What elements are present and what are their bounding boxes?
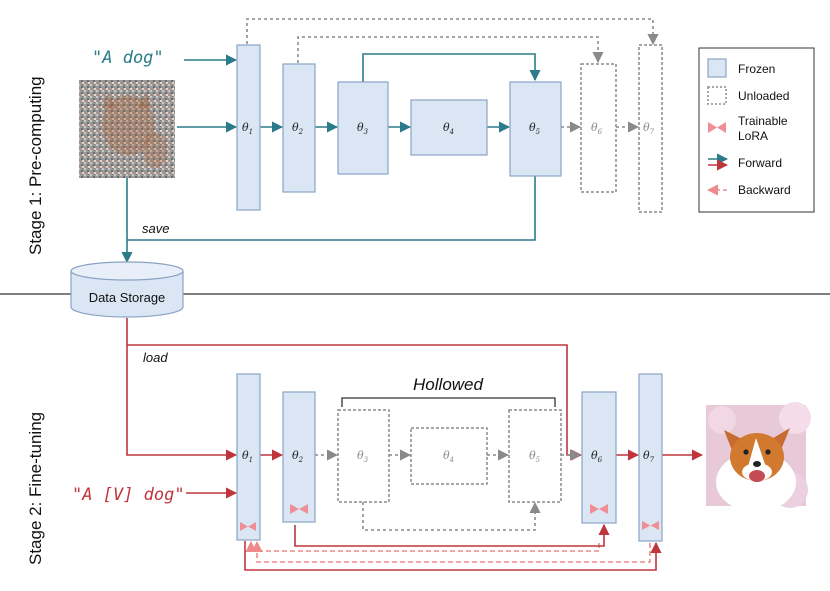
svg-text:θ3: θ3 <box>357 449 369 464</box>
lora-icon <box>642 521 659 530</box>
data-storage-cylinder: Data Storage <box>70 261 184 318</box>
svg-text:θ4: θ4 <box>443 449 454 464</box>
stage2-backward-arrows <box>245 540 651 563</box>
stage2-label: Stage 2: Fine-tuning <box>26 412 45 565</box>
stage2-block-theta6: θ6 <box>581 391 617 524</box>
legend-item-unloaded: Unloaded <box>707 86 789 105</box>
noisy-dog-image <box>79 80 175 178</box>
svg-text:θ1: θ1 <box>242 449 253 464</box>
svg-text:θ4: θ4 <box>443 121 454 136</box>
save-label: save <box>142 221 169 236</box>
stage1-block-theta7: θ7 <box>638 44 663 213</box>
stage1-block-theta3: θ3 <box>337 81 389 175</box>
svg-text:θ1: θ1 <box>242 121 253 136</box>
stage2-block-theta2: θ2 <box>282 391 316 523</box>
load-label: load <box>143 350 168 365</box>
svg-text:Frozen: Frozen <box>738 62 775 76</box>
hollowed-bracket <box>341 397 556 407</box>
svg-text:Trainable: Trainable <box>738 114 788 128</box>
stage1-block-theta5: θ5 <box>509 81 562 177</box>
svg-text:LoRA: LoRA <box>738 129 768 143</box>
svg-text:θ7: θ7 <box>643 449 655 464</box>
svg-text:θ6: θ6 <box>591 449 603 464</box>
svg-text:θ5: θ5 <box>529 121 541 136</box>
corgi-output-image <box>706 402 811 512</box>
stage1-block-theta6: θ6 <box>580 63 617 193</box>
stage2-lora-lines <box>244 523 662 571</box>
stage2-unloaded-arrows <box>315 449 582 531</box>
svg-text:Backward: Backward <box>738 183 791 197</box>
legend-item-backward: Backward <box>706 183 791 197</box>
svg-text:θ3: θ3 <box>357 121 369 136</box>
stage2-prompt: "A [V] dog" <box>72 485 185 505</box>
lora-icon <box>290 504 308 514</box>
svg-text:θ6: θ6 <box>591 121 603 136</box>
svg-text:θ2: θ2 <box>292 449 304 464</box>
stage2-block-theta4: θ4 <box>410 427 488 485</box>
svg-text:θ5: θ5 <box>529 449 541 464</box>
stage1-block-theta2: θ2 <box>282 63 316 193</box>
hollowed-label: Hollowed <box>413 375 483 394</box>
stage2-block-theta7: θ7 <box>638 373 663 542</box>
stage1-block-theta4: θ4 <box>410 99 488 156</box>
stage1-blocks: θ1 θ2 θ3 θ4 θ5 θ6 θ7 <box>236 44 663 213</box>
legend-item-forward: Forward <box>708 153 782 171</box>
svg-text:θ7: θ7 <box>643 121 655 136</box>
stage1-label: Stage 1: Pre-computing <box>26 76 45 255</box>
svg-text:θ2: θ2 <box>292 121 304 136</box>
stage2-block-theta1: θ1 <box>236 373 261 541</box>
lora-icon <box>240 522 256 531</box>
svg-text:Forward: Forward <box>738 156 782 170</box>
legend: Frozen Unloaded Trainable LoRA Forward B… <box>698 47 815 213</box>
stage2-blocks: θ1 θ2 θ3 θ4 θ5 θ6 θ7 <box>236 373 663 542</box>
svg-text:Unloaded: Unloaded <box>738 89 789 103</box>
lora-icon <box>590 504 608 514</box>
stage1-unloaded-arrows <box>246 18 659 133</box>
legend-item-trainable-lora: Trainable LoRA <box>708 114 788 143</box>
data-storage-label: Data Storage <box>89 290 166 305</box>
lora-icon <box>708 122 726 133</box>
stage2-block-theta3: θ3 <box>337 409 390 503</box>
stage1-forward-arrows <box>121 53 541 264</box>
legend-item-frozen: Frozen <box>707 58 775 78</box>
stage1-prompt: "A dog" <box>92 48 164 68</box>
stage1-block-theta1: θ1 <box>236 44 261 211</box>
stage2-block-theta5: θ5 <box>508 409 562 503</box>
